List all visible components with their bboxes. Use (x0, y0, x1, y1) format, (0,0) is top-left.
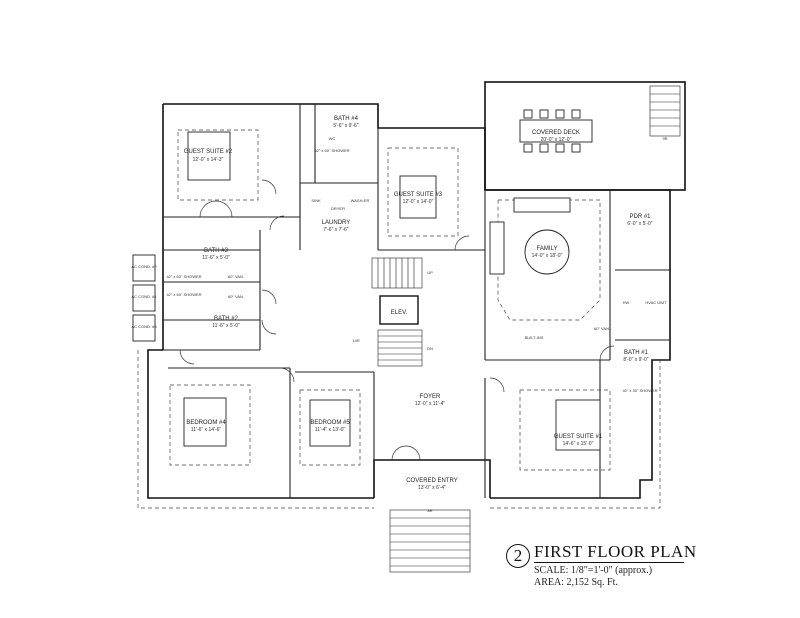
bed-guest-suite-3 (399, 175, 437, 219)
shower-bath-2-label: 42" x 60" SHOWER (166, 292, 201, 297)
wc-bath-4-label: WC (329, 136, 336, 141)
van-bath-3-label: 60" VAN. (228, 274, 244, 279)
bath-4-label: BATH #4 (334, 116, 359, 122)
guest-suite-1-label: GUEST SUITE #1 (554, 434, 603, 440)
beds (183, 131, 601, 451)
guest-suite-3-label: GUEST SUITE #3 (394, 192, 443, 198)
family-furniture (489, 197, 571, 275)
bath-3-dim: 11'-6" x 5'-0" (202, 255, 230, 261)
bath-1-dim: 8'-0" x 9'-0" (623, 357, 648, 363)
bed-guest-suite-2 (187, 131, 231, 181)
shower-bath-4-label: 42" x 60" SHOWER (314, 148, 349, 153)
laundry-dim: 7'-6" x 7'-6" (323, 227, 348, 233)
bed-bedroom-4 (183, 397, 227, 447)
drawing-number: 2 (506, 544, 530, 568)
bath-3-label: BATH #3 (204, 248, 229, 254)
stairs-dn-label: DN (427, 346, 433, 351)
bedroom-4-dim: 11'-6" x 14'-6" (191, 427, 222, 433)
covered-entry-label: COVERED ENTRY (406, 478, 458, 484)
hw-label: HW (623, 300, 630, 305)
bath-2-dim: 11'-6" x 5'-0" (212, 323, 240, 329)
covered-entry-dim: 13'-0" x 6'-4" (418, 485, 446, 491)
stairs-up-label: UP (427, 270, 433, 275)
bedroom-5-dim: 11'-4" x 13'-0" (315, 427, 346, 433)
deck-table (519, 109, 593, 153)
elevator (379, 295, 419, 325)
drawing-title: FIRST FLOOR PLAN (534, 542, 697, 561)
shower-bath-3-label: 42" x 60" SHOWER (166, 274, 201, 279)
ac-3-label: AC COND. #3 (131, 324, 157, 329)
foyer-dim: 12'-0" x 11'-4" (415, 401, 446, 407)
bath-1-label: BATH #1 (624, 350, 649, 356)
drawing-scale: SCALE: 1/8"=1'-0" (approx.) (534, 565, 653, 576)
entry-risers-label: 8R (427, 508, 432, 513)
family-dim: 14'-0" x 18'-0" (532, 253, 563, 259)
ac-condensers (132, 254, 156, 342)
built-ins-label: BUILT-INS (525, 335, 544, 340)
exterior-walls (147, 81, 686, 499)
risers-14-label: 14R (352, 338, 359, 343)
door-swings (179, 179, 615, 461)
ac-condenser-3 (132, 314, 156, 342)
bedroom-5-label: BEDROOM #5 (310, 420, 350, 426)
elev-label: ELEV. (391, 310, 408, 316)
bedroom-4-label: BEDROOM #4 (186, 420, 226, 426)
pdr-1-label: PDR #1 (629, 214, 651, 220)
ac-condenser-2 (132, 254, 156, 282)
drawing-area: AREA: 2,152 Sq. Ft. (534, 577, 618, 588)
hvac-label: HVAC UNIT (645, 300, 667, 305)
guest-suite-2-dim: 12'-0" x 14'-3" (193, 157, 224, 163)
deck-stair-risers-label: 9R (662, 136, 667, 141)
washer-label: WASH-ER (351, 198, 370, 203)
fixture-labels: SINK DRYER WASH-ER 42" x 60" SHOWER 42" … (131, 136, 667, 513)
title-underline (534, 562, 684, 563)
covered-deck-label: COVERED DECK (532, 130, 580, 136)
bath-4-dim: 5'-6" x 9'-6" (333, 123, 358, 129)
family-label: FAMILY (537, 246, 558, 252)
stairs (371, 85, 681, 573)
room-labels: GUEST SUITE #2 12'-0" x 14'-3" BATH #4 5… (184, 116, 653, 491)
van-bath-1-label: 60" VAN. (594, 326, 610, 331)
van-bath-2-label: 60" VAN. (228, 294, 244, 299)
shower-bath-1-label: 40" x 30" SHOWER (622, 388, 657, 393)
covered-deck-dim: 20'-0" x 12'-0" (541, 137, 572, 143)
bed-bedroom-5 (309, 399, 351, 447)
ac-condenser-1 (132, 284, 156, 312)
guest-suite-2-label: GUEST SUITE #2 (184, 149, 233, 155)
guest-suite-1-dim: 14'-6" x 15'-0" (563, 441, 594, 447)
pdr-1-dim: 6'-0" x 5'-0" (627, 221, 652, 227)
bed-guest-suite-1 (555, 399, 601, 451)
title-block: 2 FIRST FLOOR PLAN SCALE: 1/8"=1'-0" (ap… (506, 540, 706, 588)
foyer-label: FOYER (420, 394, 441, 400)
dashed-lines (137, 129, 661, 509)
guest-suite-3-dim: 12'-0" x 14'-0" (403, 199, 434, 205)
dryer-label: DRYER (331, 206, 345, 211)
sink-label: SINK (311, 198, 321, 203)
ac-1-label: AC COND. #1 (131, 294, 157, 299)
laundry-label: LAUNDRY (322, 220, 351, 226)
bath-2-label: BATH #2 (214, 316, 239, 322)
ac-2-label: AC COND. #2 (131, 264, 157, 269)
